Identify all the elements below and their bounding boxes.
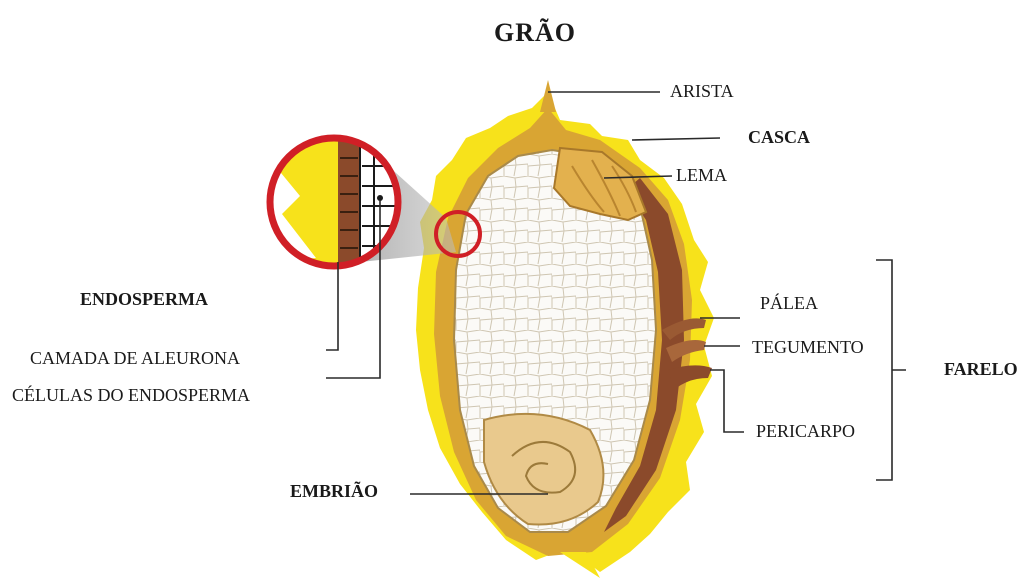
label-embriao: EMBRIÃO xyxy=(290,482,378,500)
label-casca: CASCA xyxy=(748,128,810,146)
label-tegumento: TEGUMENTO xyxy=(752,338,864,356)
label-endosperma: ENDOSPERMA xyxy=(80,290,208,308)
label-lema: LEMA xyxy=(676,166,727,184)
label-camada-aleurona: CAMADA DE ALEURONA xyxy=(30,349,240,367)
diagram-title: GRÃO xyxy=(494,20,576,46)
label-palea: PÁLEA xyxy=(760,294,818,312)
label-celulas-endosperma: CÉLULAS DO ENDOSPERMA xyxy=(12,386,250,404)
label-arista: ARISTA xyxy=(670,82,734,100)
arista-tip xyxy=(540,80,556,112)
label-pericarpo: PERICARPO xyxy=(756,422,855,440)
label-farelo: FARELO xyxy=(944,360,1018,378)
